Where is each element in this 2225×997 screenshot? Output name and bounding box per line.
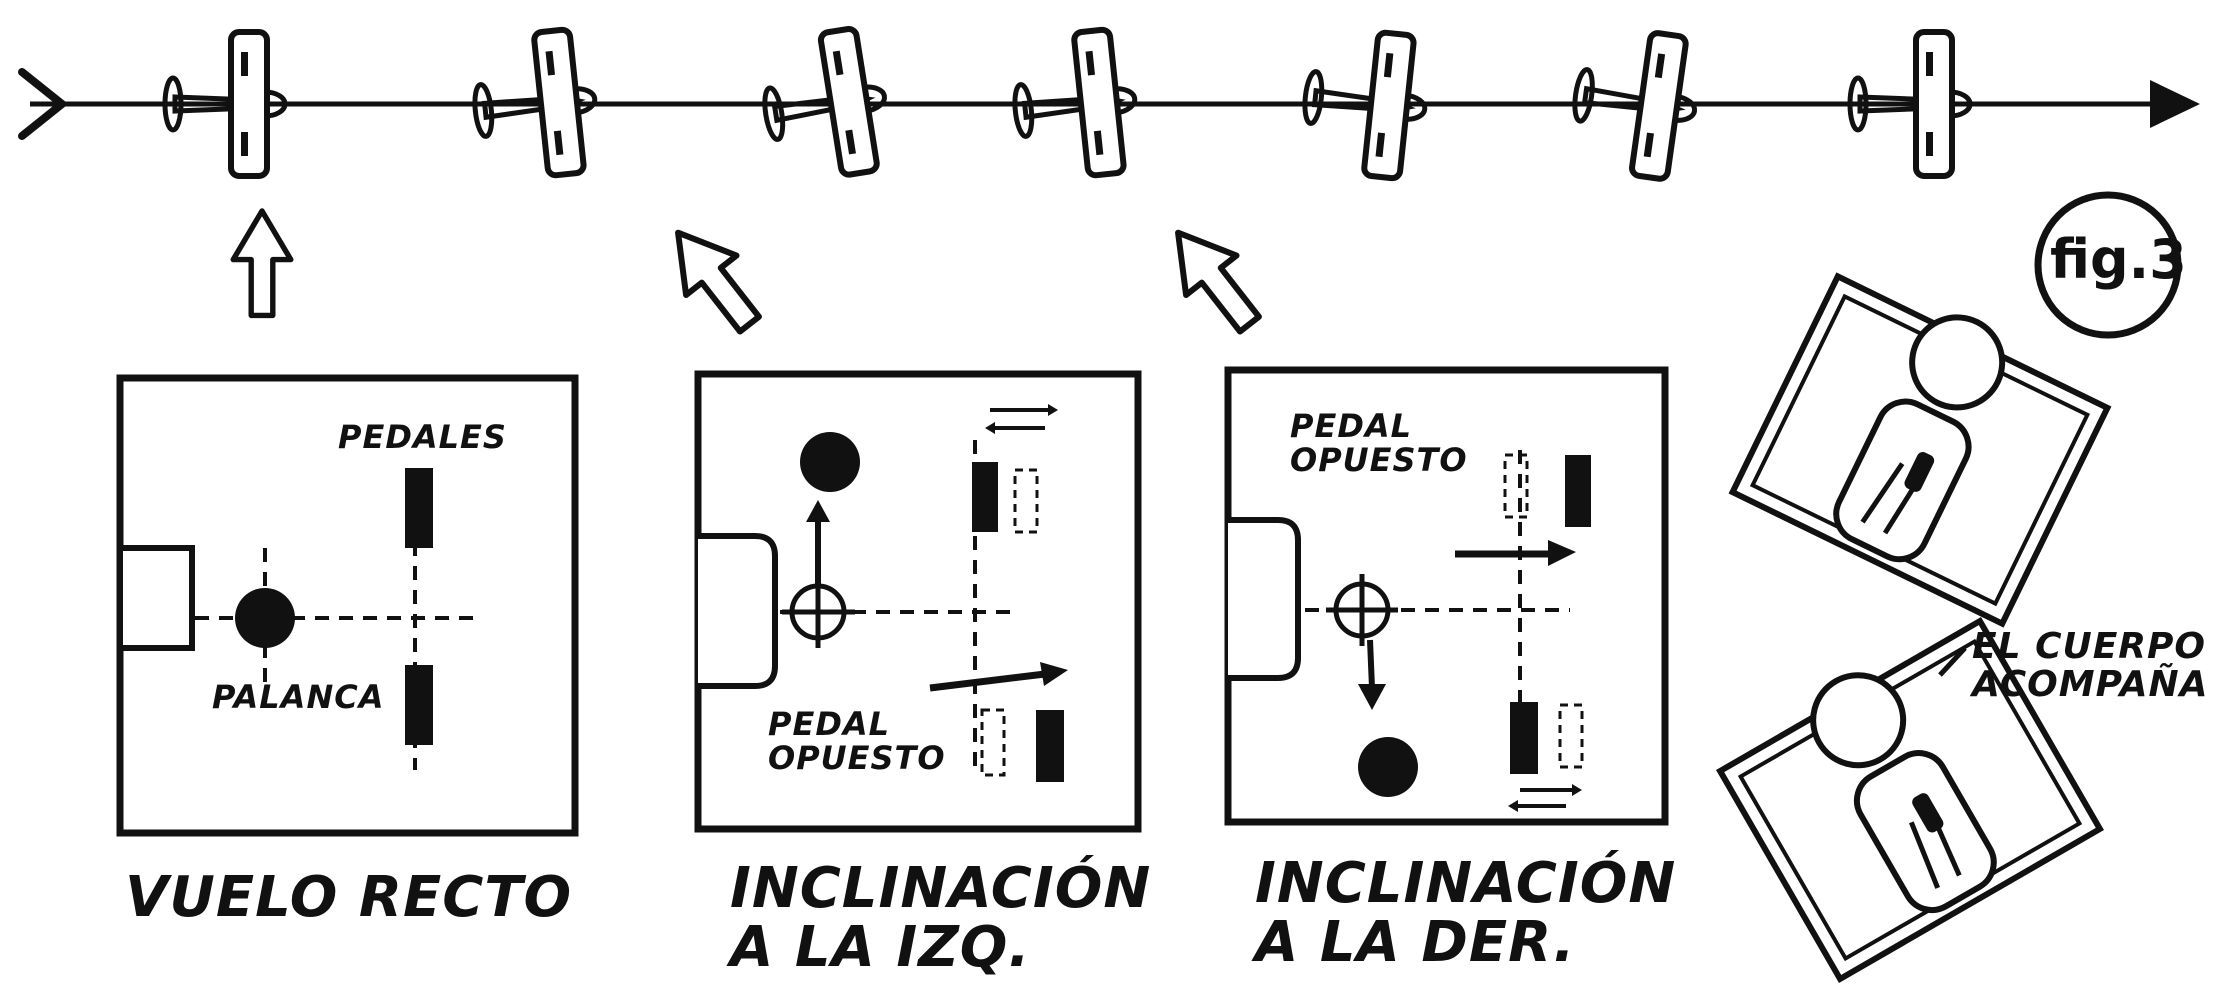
pedal-icon [1510, 702, 1538, 774]
label-line: OPUESTO [768, 738, 946, 777]
caption-bank-left: INCLINACIÓN A LA IZQ. [730, 856, 1152, 980]
pilot-icon [1715, 616, 2105, 984]
figure-label-circle [2034, 191, 2182, 339]
direction-arrow-icon [653, 213, 775, 344]
caption-line: A LA IZQ. [730, 914, 1031, 980]
caption-line: INCLINACIÓN [1255, 851, 1677, 916]
pilot-icon [1728, 272, 2112, 628]
pedal-icon [1565, 455, 1591, 527]
label-line: PEDAL [1290, 407, 1413, 445]
note-line: EL CUERPO [1972, 626, 2207, 667]
pedal-icon [405, 665, 433, 745]
pedal-ghost-icon [980, 708, 1006, 777]
opposite-pedal-label-right: PEDAL OPUESTO [1290, 407, 1468, 479]
stick-icon [235, 588, 295, 648]
stick-neutral-icon [782, 576, 855, 648]
panel-straight [116, 374, 579, 837]
seat-outline [117, 545, 195, 651]
note-line: ACOMPAÑA [1972, 663, 2209, 705]
pedal-icon [972, 462, 998, 532]
path-end-arrow-icon [2150, 80, 2200, 128]
figure-label: fig.3 [2050, 228, 2187, 291]
direction-arrow-icon [1153, 213, 1275, 344]
panel-bank-right [1224, 366, 1669, 826]
opposite-pedal-label-left: PEDAL OPUESTO [768, 705, 946, 777]
direction-arrow-icon [233, 211, 291, 315]
caption-straight: VUELO RECTO [125, 865, 573, 930]
callout-line [1938, 646, 1967, 677]
label-line: PEDAL [768, 705, 891, 743]
pedal-icon [405, 468, 433, 548]
label-line: OPUESTO [1290, 440, 1468, 479]
pedals-label: PEDALES [338, 418, 507, 456]
pilot-note: EL CUERPO ACOMPAÑA [1972, 628, 2209, 704]
caption-line: INCLINACIÓN [730, 856, 1152, 921]
panel-bank-left [694, 370, 1142, 833]
caption-line: A LA DER. [1255, 909, 1576, 975]
stick-label: PALANCA [212, 678, 385, 716]
seat-outline [698, 533, 778, 689]
stick-icon [1358, 737, 1418, 797]
seat-outline [1228, 517, 1301, 681]
caption-bank-right: INCLINACIÓN A LA DER. [1255, 851, 1677, 975]
stick-neutral-icon [1326, 574, 1398, 646]
stick-icon [800, 432, 860, 492]
pedal-icon [1036, 710, 1064, 782]
